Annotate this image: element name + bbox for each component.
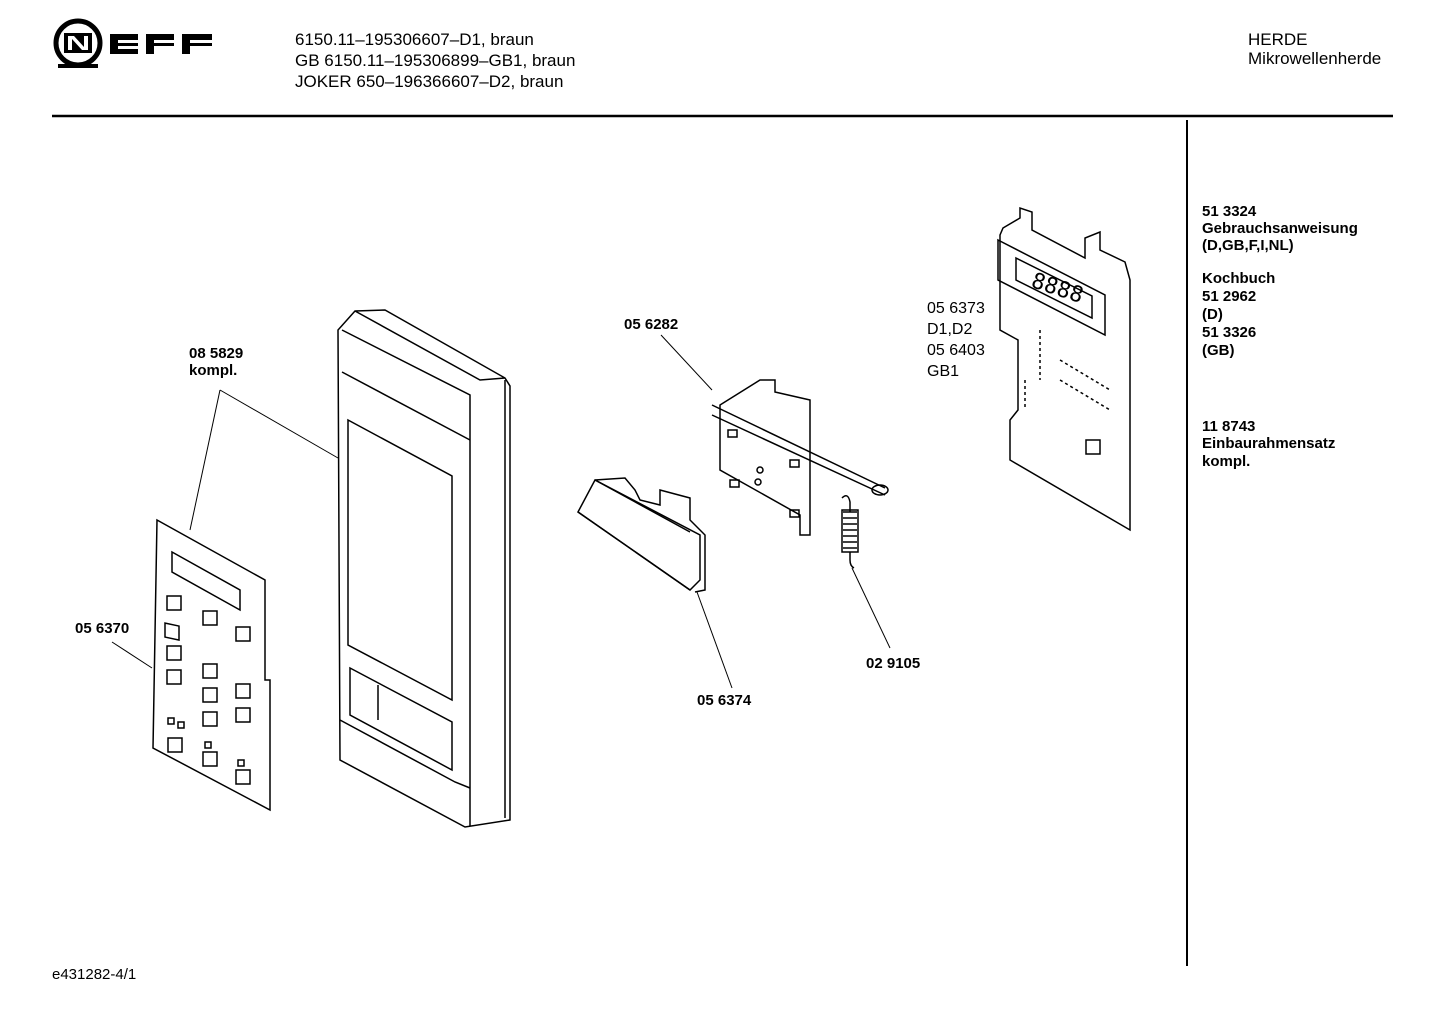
- latch-plate: [711, 379, 889, 536]
- model-line-3: JOKER 650–196366607–D2, braun: [295, 72, 564, 91]
- sidebar-manual-langs: (D,GB,F,I,NL): [1202, 237, 1294, 254]
- front-frame: [337, 309, 511, 828]
- brand-logo: [52, 17, 222, 71]
- label-handle-part: 05 6374: [697, 692, 752, 709]
- label-keypad-part: 05 6370: [75, 620, 130, 637]
- control-pcb: 8888: [997, 206, 1131, 532]
- model-line-1: 6150.11–195306607–D1, braun: [295, 30, 534, 49]
- sidebar-cookbook-title: Kochbuch: [1202, 270, 1276, 287]
- label-latch-plate-part: 05 6282: [624, 316, 679, 333]
- sidebar-cookbook-part-1: 51 2962: [1202, 288, 1257, 305]
- sidebar-kit-title: Einbaurahmensatz: [1202, 435, 1336, 452]
- sidebar-kit-part: 11 8743: [1202, 418, 1256, 435]
- model-line-2: GB 6150.11–195306899–GB1, braun: [295, 51, 576, 70]
- label-pcb-variant-2: GB1: [927, 363, 960, 380]
- svg-text:8888: 8888: [1028, 269, 1086, 309]
- category-label: HERDE: [1248, 30, 1308, 49]
- label-pcb-part-2: 05 6403: [927, 342, 985, 359]
- label-pcb-variant-1: D1,D2: [927, 321, 973, 338]
- sidebar-cookbook-lang-2: (GB): [1202, 342, 1235, 359]
- keypad-membrane: [152, 518, 271, 812]
- sidebar-cookbook-lang-1: (D): [1202, 306, 1223, 323]
- label-frame-kompl: kompl.: [189, 362, 238, 379]
- sidebar-cookbook-part-2: 51 3326: [1202, 324, 1257, 341]
- neff-logo-graphic: [53, 18, 212, 68]
- leader-lines: [111, 334, 891, 689]
- door-handle: [577, 477, 706, 593]
- sidebar-kit-kompl: kompl.: [1202, 453, 1251, 470]
- document-id: e431282-4/1: [52, 966, 137, 983]
- label-spring-part: 02 9105: [866, 655, 921, 672]
- sidebar-manual-title: Gebrauchsanweisung: [1202, 220, 1358, 237]
- label-pcb-part-1: 05 6373: [927, 300, 985, 317]
- subcategory-label: Mikrowellenherde: [1248, 49, 1382, 68]
- label-frame-part: 08 5829: [189, 345, 244, 362]
- sidebar-manual-part: 51 3324: [1202, 203, 1257, 220]
- spring: [841, 495, 859, 569]
